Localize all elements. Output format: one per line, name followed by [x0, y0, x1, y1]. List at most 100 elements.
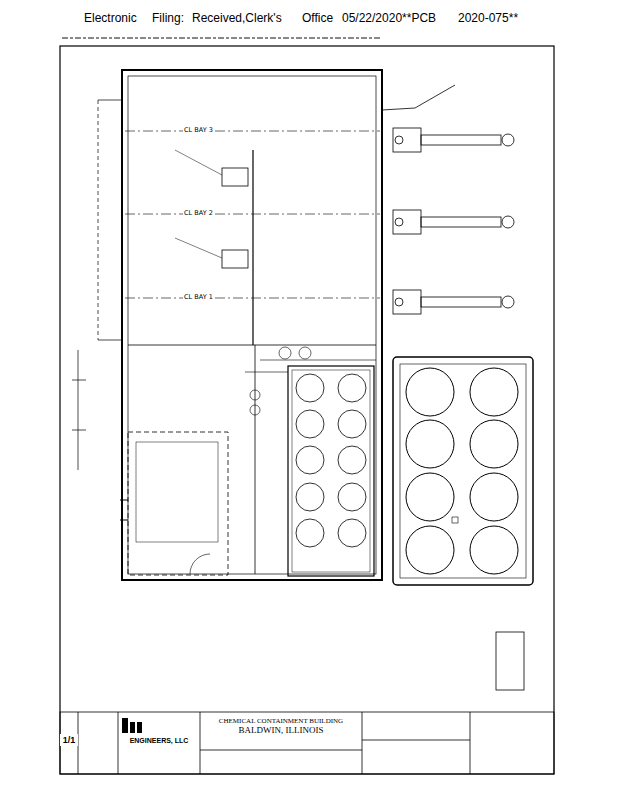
bay-centerlines-part	[125, 298, 380, 299]
node-text: CHEMICAL CONTAINMENT BUILDING	[204, 717, 358, 725]
tanker-trucks-part	[382, 108, 415, 110]
bay-centerlines	[125, 131, 380, 298]
filing-stamp: Office	[302, 12, 333, 25]
bay-label: CL BAY 2	[183, 210, 214, 217]
filing-stamp: 2020-075**	[458, 12, 518, 25]
node-text: 1/1	[62, 735, 76, 745]
building-walls-part	[252, 150, 253, 345]
tanker-trucks-part	[502, 216, 514, 228]
tank-containment-part	[400, 364, 526, 578]
tanker-trucks-part	[393, 128, 421, 152]
tank-containment-part	[470, 420, 518, 468]
node-text: BALDWIN, ILLINOIS	[204, 725, 358, 735]
tanker-trucks-part	[502, 134, 514, 146]
tanker-trucks-part	[393, 290, 421, 314]
building-walls-part	[128, 76, 376, 574]
stamp-box	[496, 632, 524, 690]
filing-stamp: Received,Clerk's	[192, 12, 282, 25]
tote-area-part	[296, 410, 324, 438]
building-walls-part	[250, 390, 260, 400]
title-block-part	[362, 712, 363, 774]
tank-containment-part	[470, 368, 518, 416]
tote-area-part	[338, 446, 366, 474]
sheet-border-part	[60, 46, 554, 774]
tank-containment-part	[470, 473, 518, 521]
engineer-logo-part	[122, 718, 128, 733]
stamp-box-part	[496, 632, 524, 690]
title-block-part	[60, 712, 554, 774]
tanker-trucks-part	[393, 210, 421, 234]
tank-containment-part	[452, 517, 458, 523]
building-walls	[72, 70, 382, 580]
building-walls-part	[122, 70, 382, 580]
tote-area-part	[338, 374, 366, 402]
tote-area-part	[338, 519, 366, 547]
sheet-border-part	[62, 37, 380, 39]
title-block-part	[362, 740, 470, 741]
building-walls-part	[128, 432, 228, 575]
title-block	[60, 712, 554, 774]
filing-stamp: Filing:	[152, 12, 184, 25]
building-walls-part	[128, 345, 376, 346]
tanker-trucks-part	[395, 298, 403, 306]
building-walls-part	[98, 340, 122, 341]
building-walls-part	[260, 360, 376, 361]
tanker-trucks-part	[421, 217, 501, 227]
tote-area-part	[296, 483, 324, 511]
engineer-logo	[122, 718, 142, 733]
building-walls-part	[245, 372, 288, 373]
filing-stamp: Electronic	[84, 12, 137, 25]
building-walls-part	[78, 350, 79, 470]
tank-containment-part	[470, 526, 518, 574]
tank-containment-part	[406, 526, 454, 574]
tote-area-part	[296, 374, 324, 402]
node-text: ENGINEERS, LLC	[121, 737, 197, 745]
tanker-trucks-part	[395, 218, 403, 226]
filing-stamp: 05/22/2020**PCB	[342, 12, 436, 25]
tanker-trucks	[382, 85, 514, 314]
engineer-logo-part	[137, 722, 142, 733]
building-walls-part	[72, 430, 86, 431]
tanker-trucks-part	[421, 135, 501, 145]
building-walls-part	[175, 238, 222, 258]
tote-area	[288, 366, 374, 576]
building-walls-part	[98, 100, 99, 340]
tote-area-part	[338, 483, 366, 511]
building-walls-part	[98, 100, 122, 101]
title-block-cell: CHEMICAL CONTAINMENT BUILDINGBALDWIN, IL…	[202, 716, 360, 736]
tank-containment-part	[406, 473, 454, 521]
bay-label: CL BAY 1	[183, 294, 214, 301]
tank-containment	[393, 357, 533, 585]
tote-area-part	[338, 410, 366, 438]
tanker-trucks-part	[415, 85, 455, 108]
building-walls-part	[120, 500, 128, 520]
building-walls-part	[222, 250, 248, 268]
building-walls-part	[299, 347, 311, 359]
bay-centerlines-part	[125, 131, 380, 132]
engineer-cell: ENGINEERS, LLC	[119, 736, 199, 746]
building-walls-part	[255, 345, 256, 574]
tank-containment-part	[406, 368, 454, 416]
sheet-number-cell: 1/1	[60, 734, 78, 746]
tanker-trucks-part	[421, 297, 501, 307]
tote-area-part	[296, 446, 324, 474]
tank-containment-part	[406, 420, 454, 468]
building-walls-part	[190, 554, 210, 574]
tote-area-part	[296, 519, 324, 547]
title-block-part	[200, 750, 362, 751]
engineer-logo-part	[130, 722, 135, 733]
building-walls-part	[72, 380, 86, 381]
tote-area-part	[288, 366, 374, 576]
title-block-part	[200, 712, 201, 774]
tanker-trucks-part	[395, 136, 403, 144]
building-walls-part	[175, 150, 222, 175]
bay-label: CL BAY 3	[183, 127, 214, 134]
title-block-part	[470, 712, 471, 774]
tank-containment-part	[393, 357, 533, 585]
tote-area-part	[292, 370, 370, 572]
tanker-trucks-part	[502, 296, 514, 308]
